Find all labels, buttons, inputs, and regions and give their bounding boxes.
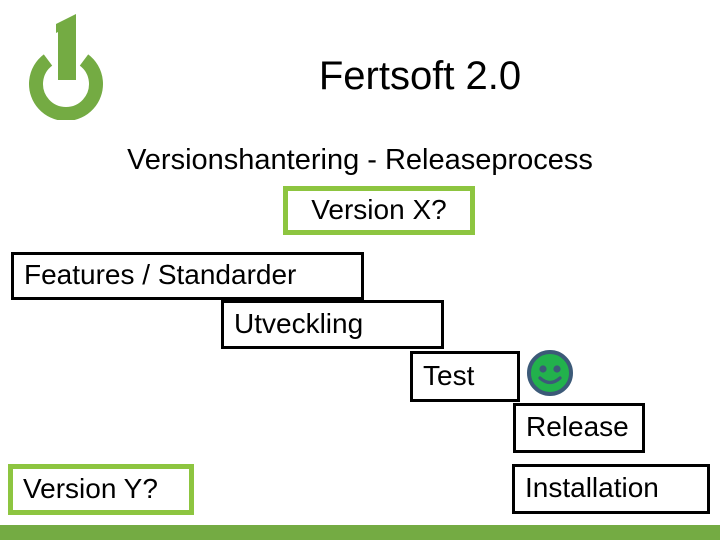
step-box-features[interactable]: Features / Standarder [11,252,364,300]
step-label-version-x: Version X? [311,193,447,225]
page-subtitle: Versionshantering - Releaseprocess [127,144,593,176]
step-label-installation: Installation [525,472,659,503]
step-label-features: Features / Standarder [24,259,297,290]
step-label-version-y: Version Y? [23,472,158,504]
step-box-release[interactable]: Release [513,403,645,453]
step-box-utveckling[interactable]: Utveckling [221,300,444,349]
step-label-test: Test [423,359,475,391]
step-box-installation[interactable]: Installation [512,464,710,514]
step-box-version-x[interactable]: Version X? [283,186,475,235]
footer-accent-bar [0,525,720,540]
step-box-test[interactable]: Test [410,351,520,402]
smiley-face-icon [526,349,574,397]
step-label-release: Release [526,411,629,442]
step-label-utveckling: Utveckling [234,307,364,339]
step-box-version-y[interactable]: Version Y? [8,464,194,515]
page-title: Fertsoft 2.0 [318,54,522,98]
fertsoft-power-logo-icon [18,8,114,121]
